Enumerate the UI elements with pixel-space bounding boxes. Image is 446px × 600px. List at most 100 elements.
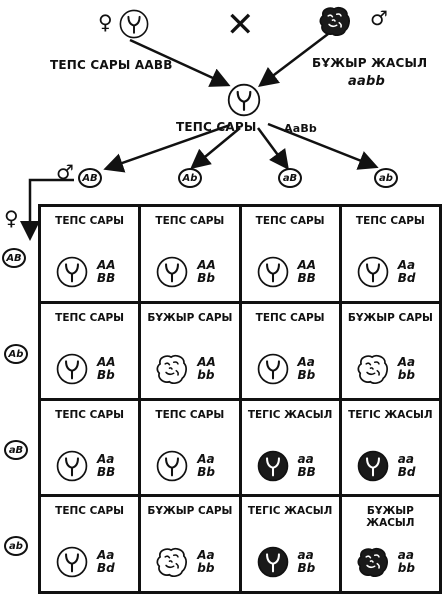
genotype-line-1: AA: [97, 258, 116, 272]
genotype-line-1: AA: [197, 258, 216, 272]
cell-phenotype: БҰЖЫР ЖАСЫЛ: [366, 505, 415, 530]
cell-phenotype: ТЕПС САРЫ: [55, 408, 125, 421]
cell-phenotype: ТЕПС САРЫ: [55, 505, 125, 518]
genotype-line-1: AA: [197, 354, 216, 369]
cell-phenotype: ТЕПС САРЫ: [155, 215, 225, 227]
smooth-yellow-pea-icon: [227, 83, 261, 117]
arrow-f1-to-gamete-ab-green: [256, 127, 289, 171]
gamete-top: aB: [278, 168, 302, 188]
wrinkled-green-pea-icon: [319, 6, 350, 36]
arrow-male-gamete-bracket: [20, 178, 74, 241]
genotype-line-2: Bb: [197, 271, 215, 285]
genotype-line-1: Aa: [97, 451, 115, 466]
smooth-yellow-pea-icon: [56, 353, 88, 385]
genotype-line-2: BB: [97, 271, 116, 285]
genotype-line-2: BB: [97, 464, 116, 479]
genotype-line-1: Aa: [97, 548, 115, 563]
genotype-line-2: bb: [397, 367, 415, 382]
genotype-line-2: Bb: [97, 367, 115, 382]
male-parent-genotype: aabb: [348, 74, 385, 89]
smooth-yellow-pea-icon: [156, 450, 188, 481]
genotype-line-2: Bd: [397, 271, 416, 285]
genotype-line-1: aa: [297, 451, 314, 466]
cross-symbol: ✕: [226, 5, 255, 45]
arrow-f1-to-gamete-ab-last: [267, 122, 379, 170]
genotype-line-2: Bd: [397, 464, 416, 479]
gamete-left: Ab: [4, 344, 28, 364]
cell-phenotype: БҰЖЫР САРЫ: [147, 505, 233, 518]
gamete-left: ab: [4, 536, 28, 556]
gamete-left: AB: [2, 248, 26, 268]
female-symbol: ♀: [4, 206, 19, 230]
smooth-yellow-pea-icon: [56, 450, 88, 481]
cell-phenotype: ТЕГІС ЖАСЫЛ: [247, 408, 333, 421]
arrow-f1-to-gamete-ab-upper: [103, 123, 231, 173]
cell-phenotype: ТЕПС САРЫ: [155, 408, 225, 421]
arrow-male-to-f1: [258, 33, 329, 88]
smooth-green-pea-icon: [257, 546, 288, 578]
genotype-line-2: BB: [297, 271, 316, 285]
cell-phenotype: ТЕПС САРЫ: [55, 215, 125, 227]
genotype-line-1: Aa: [397, 258, 416, 272]
smooth-yellow-pea-icon: [257, 353, 288, 385]
genotype-line-1: AA: [97, 354, 116, 369]
gamete-left: aB: [4, 440, 28, 460]
genotype-line-2: bb: [397, 561, 415, 576]
female-symbol: ♀: [98, 10, 113, 34]
f1-phenotype: ТЕПС САРЫ: [176, 120, 257, 134]
smooth-yellow-pea-icon: [156, 256, 188, 288]
male-symbol: ♂: [56, 160, 74, 184]
wrinkled-yellow-pea-icon: [156, 354, 188, 384]
genotype-line-1: Aa: [397, 354, 416, 369]
wrinkled-yellow-pea-icon: [156, 548, 188, 578]
smooth-yellow-pea-icon: [119, 9, 149, 39]
genotype-line-1: aa: [297, 548, 314, 563]
cell-phenotype: БҰЖЫР САРЫ: [347, 311, 433, 324]
wrinkled-yellow-pea-icon: [357, 354, 388, 384]
genotype-line-2: BB: [297, 464, 316, 479]
cell-phenotype: БҰЖЫР САРЫ: [147, 311, 233, 324]
cell-phenotype: ТЕПС САРЫ: [255, 215, 325, 227]
gamete-top: Ab: [178, 168, 202, 188]
smooth-yellow-pea-icon: [357, 256, 389, 288]
cell-phenotype: ТЕПС САРЫ: [355, 215, 425, 227]
cell-phenotype: ТЕГІС ЖАСЫЛ: [348, 408, 433, 421]
arrow-female-to-f1: [129, 38, 231, 87]
smooth-green-pea-icon: [257, 450, 288, 481]
cell-phenotype: ТЕГІС ЖАСЫЛ: [247, 505, 333, 518]
smooth-green-pea-icon: [357, 450, 389, 481]
female-parent-label: ТЕПС САРЫ ААВВ: [50, 58, 173, 72]
genotype-line-2: Bd: [97, 561, 115, 576]
gamete-top: ab: [374, 168, 398, 188]
male-parent-phenotype: БҰЖЫР ЖАСЫЛ: [312, 56, 428, 70]
genotype-line-2: Bb: [197, 464, 215, 479]
genotype-line-1: AA: [297, 258, 317, 272]
